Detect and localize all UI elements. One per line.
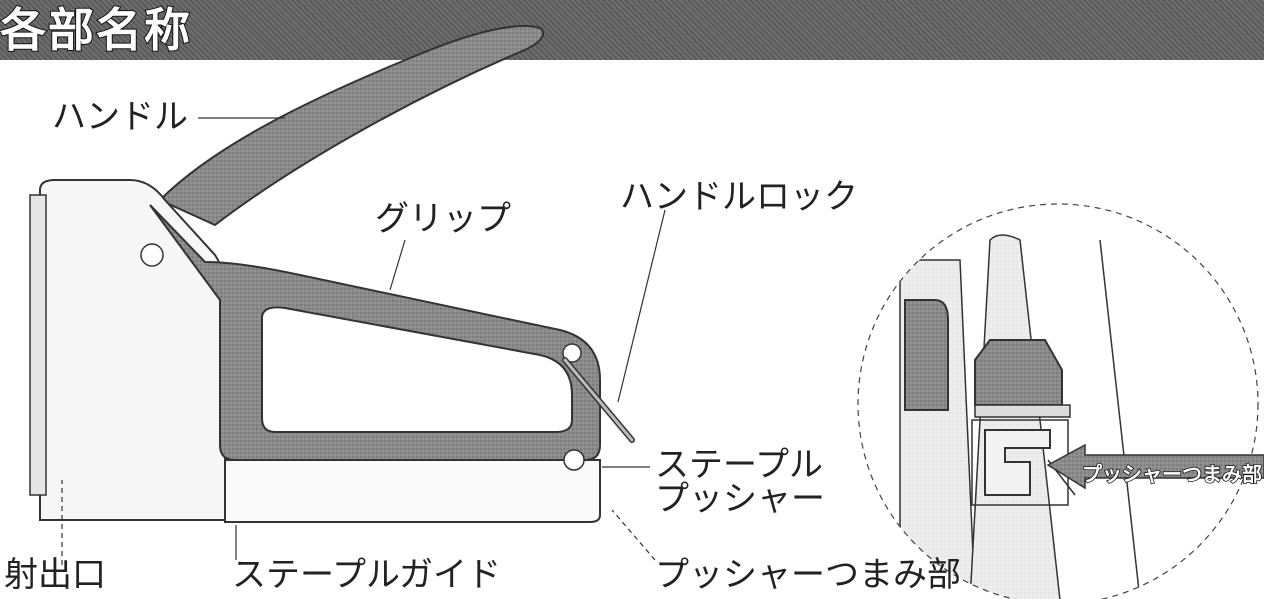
pivot (140, 243, 164, 267)
lock-pivot (562, 343, 582, 363)
front-body (39, 179, 226, 521)
grip-window (261, 306, 573, 433)
pusher-pivot (563, 449, 585, 471)
leader-grip (389, 239, 406, 291)
label-staple-pusher: ステープル プッシャー (655, 445, 825, 519)
staple-guide (224, 459, 601, 523)
label-handle-lock: ハンドルロック (620, 177, 858, 217)
section-header: 各部名称 (0, 0, 1264, 60)
outlet-face (29, 194, 47, 496)
page-title: 各部名称 (0, 2, 192, 58)
label-pusher-knob: プッシャーつまみ部 (655, 555, 961, 595)
label-handle: ハンドル (52, 97, 188, 137)
leader-handle-lock (617, 209, 666, 403)
inset-callout-label: プッシャーつまみ部 (1081, 461, 1263, 487)
label-staple-guide: ステープルガイド (232, 555, 501, 595)
leader-pusher-knob (611, 509, 656, 561)
label-grip: グリップ (375, 199, 511, 239)
handle (158, 25, 545, 227)
label-outlet: 射出口 (4, 555, 106, 595)
callout-arrow (1046, 443, 1264, 490)
inset-detail (858, 204, 1258, 599)
